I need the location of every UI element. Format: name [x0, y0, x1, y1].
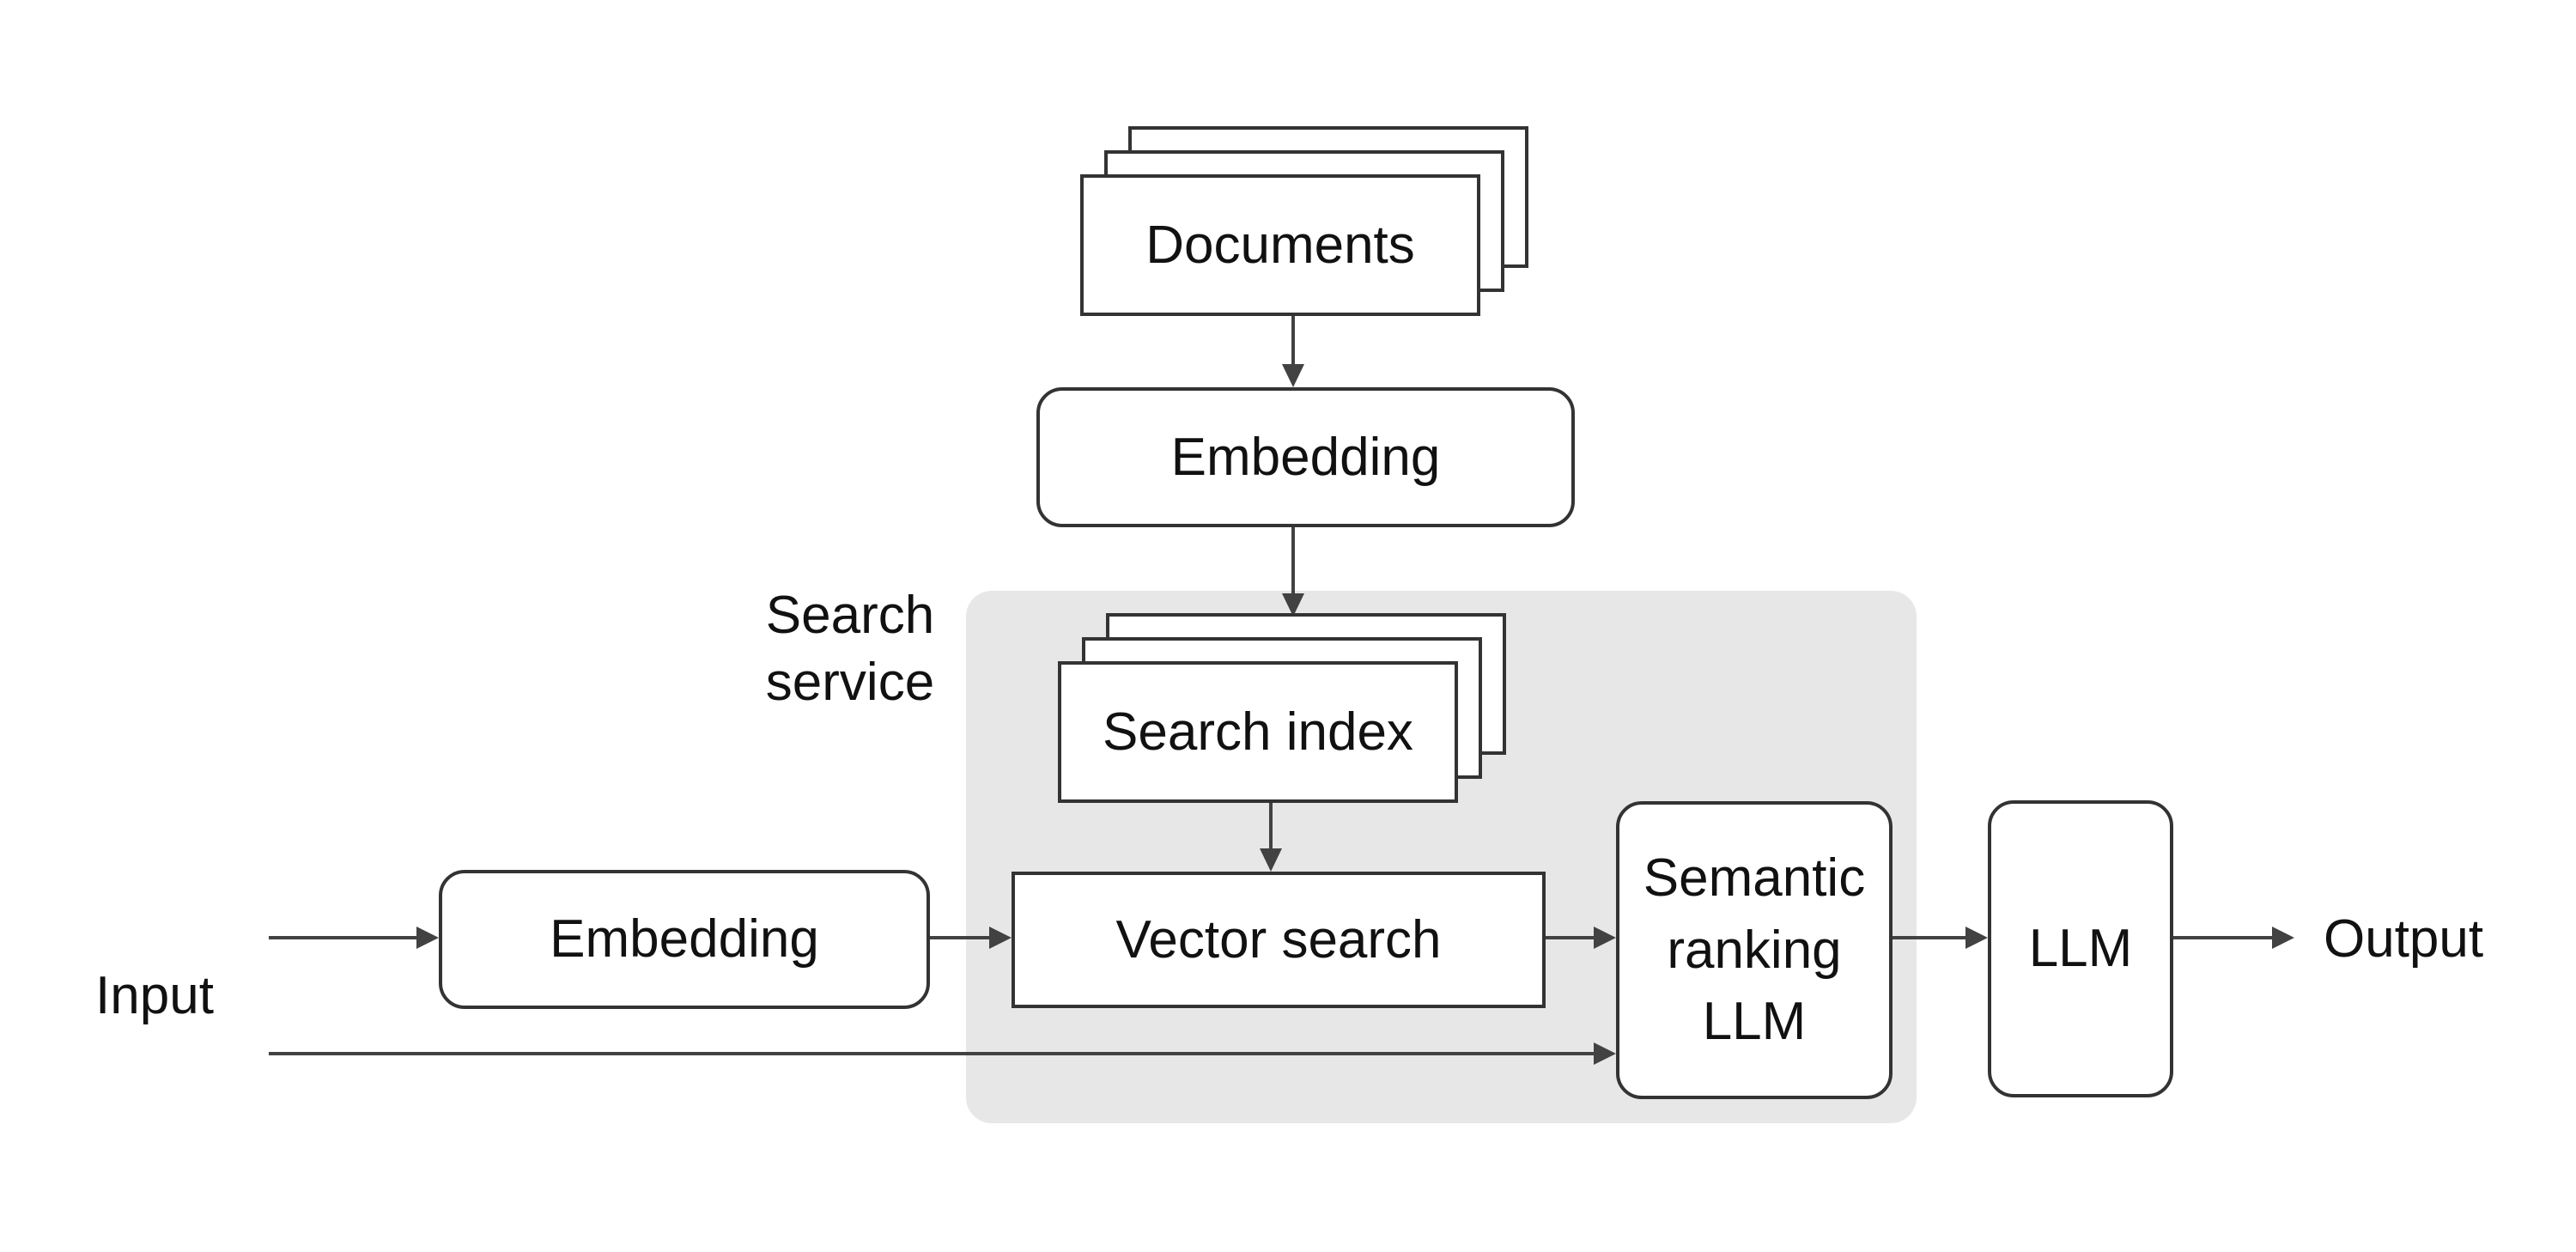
embedding-query-label: Embedding: [550, 909, 819, 969]
edge-input-semantic: [269, 1052, 1594, 1055]
arrowhead-down-icon: [1282, 364, 1304, 387]
edge-semantic-llm: [1893, 936, 1965, 939]
arrowhead-right-icon: [1594, 927, 1616, 949]
edge-embedding-searchindex: [1291, 527, 1295, 593]
search-service-label: Search service: [765, 586, 935, 712]
edge-vectorsearch-semantic: [1546, 936, 1594, 939]
arrowhead-down-icon: [1260, 848, 1282, 872]
documents-node: Documents: [1080, 174, 1480, 316]
embedding-ingest-node: Embedding: [1036, 387, 1575, 527]
vector-search-label: Vector search: [1115, 909, 1442, 969]
arrowhead-right-icon: [1594, 1042, 1616, 1065]
search-index-node: Search index: [1058, 661, 1458, 803]
llm-label: LLM: [2028, 919, 2133, 979]
edge-llm-output: [2173, 936, 2272, 939]
documents-label: Documents: [1145, 215, 1415, 275]
arrowhead-down-icon: [1282, 593, 1304, 617]
output-label: Output: [2324, 909, 2484, 969]
arrowhead-right-icon: [416, 927, 439, 949]
arrowhead-right-icon: [2272, 927, 2294, 949]
edge-embedding-vectorsearch: [930, 936, 989, 939]
llm-node: LLM: [1988, 800, 2173, 1097]
search-index-label: Search index: [1103, 702, 1413, 762]
edge-documents-embedding: [1291, 316, 1295, 364]
semantic-ranking-node: Semantic ranking LLM: [1616, 801, 1893, 1099]
edge-searchindex-vectorsearch: [1269, 803, 1273, 848]
embedding-ingest-label: Embedding: [1170, 427, 1441, 487]
edge-input-embedding: [269, 936, 416, 939]
vector-search-node: Vector search: [1012, 872, 1546, 1008]
embedding-query-node: Embedding: [439, 870, 930, 1009]
arrowhead-right-icon: [1965, 927, 1988, 949]
input-label: Input: [95, 966, 214, 1025]
semantic-ranking-label: Semantic ranking LLM: [1643, 848, 1866, 1052]
arrowhead-right-icon: [989, 927, 1012, 949]
